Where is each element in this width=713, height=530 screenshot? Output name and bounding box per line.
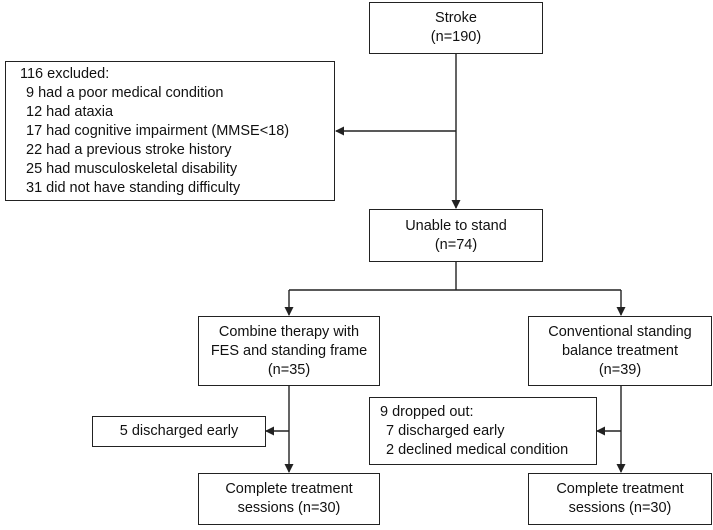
stroke-count: (n=190) — [430, 29, 482, 45]
left-dropout-text: 5 discharged early — [119, 423, 239, 439]
right-dropout-box: 9 dropped out: 7 discharged early 2 decl… — [369, 397, 597, 465]
excluded-item: 9 had a poor medical condition — [26, 84, 224, 101]
unable-title: Unable to stand — [405, 217, 507, 234]
right-dropout-title: 9 dropped out: — [380, 403, 474, 420]
left-complete-box: Complete treatment sessions (n=30) — [198, 473, 380, 525]
left-complete-line2: sessions (n=30) — [237, 500, 341, 516]
stroke-box: Stroke (n=190) — [369, 2, 543, 54]
excluded-box: 116 excluded: 9 had a poor medical condi… — [5, 61, 335, 201]
right-dropout-item: 7 discharged early — [386, 422, 505, 439]
stroke-title: Stroke — [435, 10, 477, 26]
conventional-group-line2: balance treatment — [561, 342, 679, 359]
right-complete-line2: sessions (n=30) — [568, 500, 672, 516]
excluded-item: 25 had musculoskeletal disability — [26, 160, 238, 177]
excluded-item: 22 had a previous stroke history — [26, 141, 232, 158]
excluded-item: 31 did not have standing difficulty — [26, 179, 241, 196]
left-complete-line1: Complete treatment — [225, 481, 353, 497]
fes-group-line1: Combine therapy with — [218, 323, 360, 340]
unable-count: (n=74) — [434, 236, 478, 253]
conventional-group-count: (n=39) — [598, 361, 642, 378]
excluded-item: 12 had ataxia — [26, 103, 114, 120]
right-complete-line1: Complete treatment — [556, 481, 684, 497]
fes-group-line2: FES and standing frame — [210, 342, 368, 359]
fes-group-count: (n=35) — [267, 361, 311, 378]
right-complete-box: Complete treatment sessions (n=30) — [528, 473, 712, 525]
left-dropout-box: 5 discharged early — [92, 416, 266, 447]
conventional-group-line1: Conventional standing — [548, 323, 692, 340]
right-dropout-item: 2 declined medical condition — [386, 441, 569, 458]
excluded-item: 17 had cognitive impairment (MMSE<18) — [26, 122, 290, 139]
excluded-title: 116 excluded: — [20, 65, 110, 82]
fes-group-box: Combine therapy with FES and standing fr… — [198, 316, 380, 386]
unable-to-stand-box: Unable to stand (n=74) — [369, 209, 543, 262]
conventional-group-box: Conventional standing balance treatment … — [528, 316, 712, 386]
